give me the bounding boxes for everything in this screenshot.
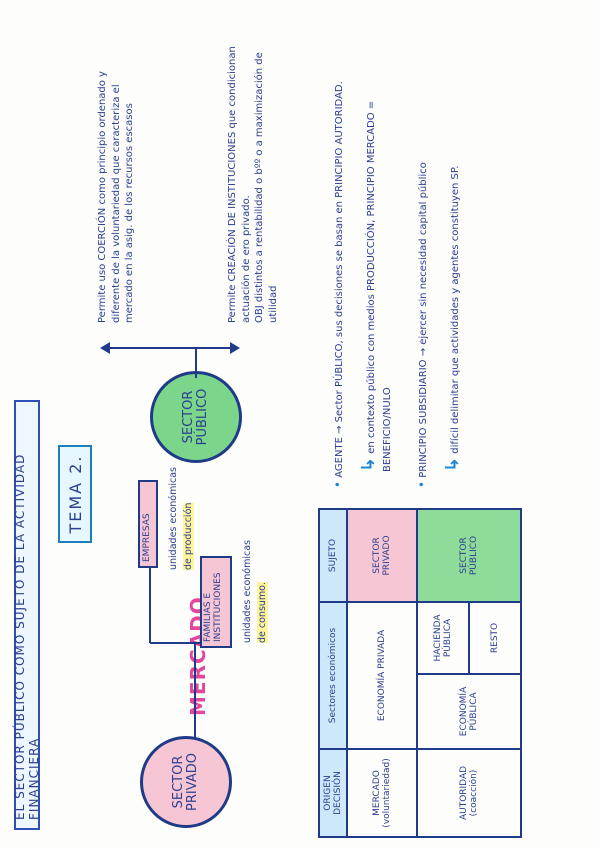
bullet-list: • AGENTE → Sector PÚBLICO, sus decisione… <box>330 18 465 488</box>
publico-branch-lines <box>100 342 240 378</box>
topic-label: TEMA 2. <box>58 445 92 543</box>
list-item: ↳ difícil delimitar que actividades y ag… <box>441 165 463 473</box>
table-row: MERCADO (voluntariedad) ECONOMÍA PRIVADA… <box>347 509 417 837</box>
table-cell: MERCADO (voluntariedad) <box>347 749 417 837</box>
table-row: AUTORIDAD (coacción) ECONOMÍA PÚBLICA HA… <box>417 509 521 837</box>
table-cell: ECONOMÍA PÚBLICA <box>417 673 521 749</box>
familias-box: FAMILIAS E INSTITUCIONES <box>200 556 232 648</box>
bent-arrow-icon: ↳ <box>441 456 463 472</box>
sector-table: ORIGEN DECISIÓN Sectores económicos SUJE… <box>318 508 522 838</box>
table-cell: SECTOR PÚBLICO <box>417 509 521 602</box>
table-cell: AUTORIDAD (coacción) <box>417 749 521 837</box>
page-title: EL SECTOR PÚBLICO COMO SUJETO DE LA ACTI… <box>13 400 41 830</box>
bent-arrow-icon: ↳ <box>357 456 379 472</box>
table-cell: HACIENDA PÚBLICA <box>417 602 469 674</box>
coercion-note: Permite uso COERCIÓN como principio orde… <box>97 71 135 323</box>
empresas-box: EMPRESAS <box>138 480 158 568</box>
table-header: SUJETO <box>319 509 347 602</box>
table-cell: SECTOR PRIVADO <box>347 509 417 602</box>
table-cell: ECONOMÍA PRIVADA <box>347 602 417 749</box>
list-item: • PRINCIPIO SUBSIDIARIO → ejercer sin ne… <box>415 162 430 488</box>
empresas-description: unidades económicas de producción <box>168 467 195 570</box>
table-header-row: ORIGEN DECISIÓN Sectores económicos SUJE… <box>319 509 347 837</box>
instituciones-note: Permite CREACIÓN DE INSTITUCIONES que co… <box>227 46 279 323</box>
list-item: • AGENTE → Sector PÚBLICO, sus decisione… <box>331 81 345 488</box>
table-cell: RESTO <box>469 602 521 674</box>
list-item: ↳ en contexto público con medios PRODUCC… <box>357 100 393 472</box>
table-header: ORIGEN DECISIÓN <box>319 749 347 837</box>
familias-description: unidades económicas de consumo. <box>242 540 269 643</box>
table-header: Sectores económicos <box>319 602 347 749</box>
